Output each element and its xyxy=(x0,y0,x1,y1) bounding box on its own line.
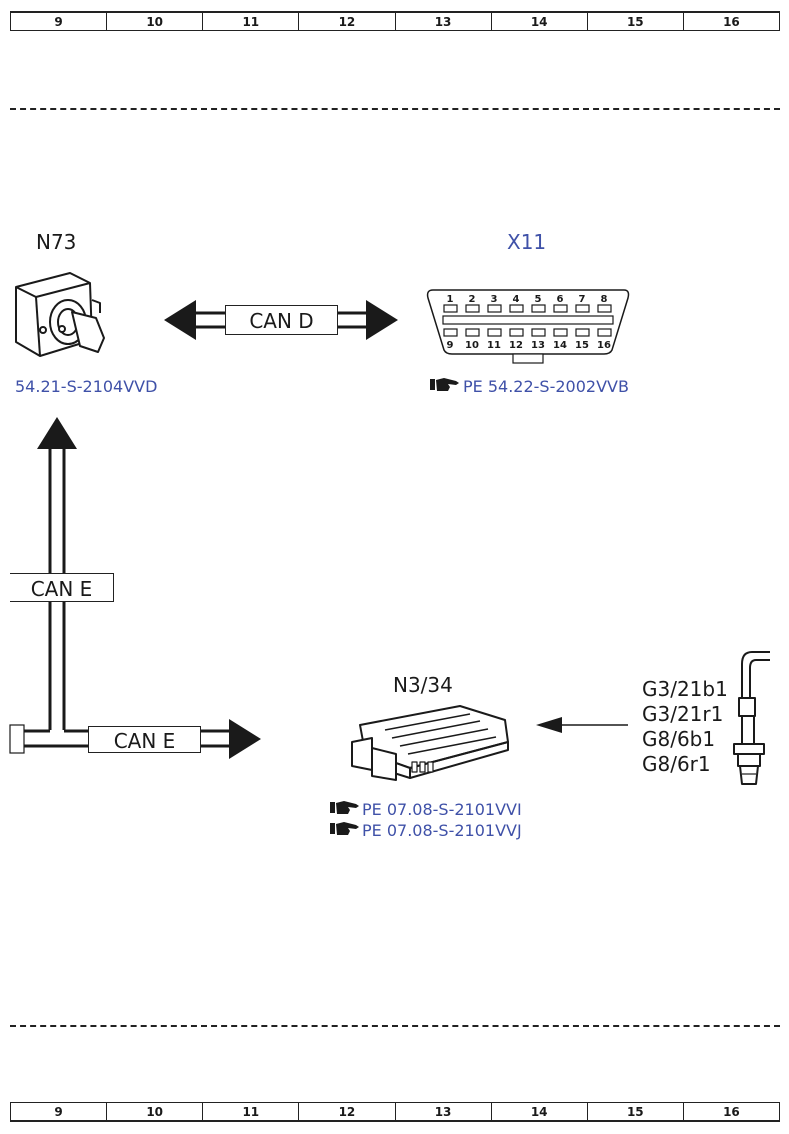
obd-pin-label: 3 xyxy=(491,294,498,305)
grid-cell: 9 xyxy=(11,1103,108,1120)
obd-pin-label: 1 xyxy=(447,294,454,305)
component-label-n3-34: N3/34 xyxy=(393,673,453,697)
obd-pin-label: 15 xyxy=(575,340,589,351)
column-grid-top: 9 10 11 12 13 14 15 16 xyxy=(10,11,780,31)
component-label-x11[interactable]: X11 xyxy=(507,230,547,254)
obd-pin-label: 2 xyxy=(469,294,476,305)
obd-connector-icon: 1 2 3 4 5 6 7 8 9 10 11 12 13 14 15 16 xyxy=(426,289,630,364)
grid-cell: 11 xyxy=(203,1103,300,1120)
grid-cell: 16 xyxy=(684,1103,780,1120)
obd-pin-label: 8 xyxy=(601,294,608,305)
divider-dash-top xyxy=(10,108,780,110)
grid-cell: 12 xyxy=(299,13,396,30)
can-e-vertical-label: CAN E xyxy=(10,573,114,602)
component-label-n73: N73 xyxy=(36,230,77,254)
can-d-label: CAN D xyxy=(225,305,338,335)
grid-cell: 11 xyxy=(203,13,300,30)
sensor-list: G3/21b1 G3/21r1 G8/6b1 G8/6r1 xyxy=(642,677,728,777)
obd-pin-label: 7 xyxy=(579,294,586,305)
grid-cell: 10 xyxy=(107,13,204,30)
hand-pointer-icon xyxy=(430,378,459,391)
grid-cell: 15 xyxy=(588,1103,684,1120)
sensor-label: G8/6b1 xyxy=(642,727,716,751)
oxygen-sensor-icon xyxy=(733,651,770,785)
ecu-module-icon xyxy=(351,705,509,781)
reference-link-x11[interactable]: PE 54.22-S-2002VVB xyxy=(463,377,629,396)
grid-cell: 14 xyxy=(492,1103,588,1120)
hand-pointer-icon xyxy=(330,801,359,814)
obd-pin-label: 12 xyxy=(509,340,523,351)
obd-pin-label: 4 xyxy=(513,294,520,305)
column-grid-bottom: 9 10 11 12 13 14 15 16 xyxy=(10,1102,780,1122)
hand-pointer-icon xyxy=(330,822,359,835)
sensor-label: G8/6r1 xyxy=(642,752,711,776)
divider-dash-bottom xyxy=(10,1025,780,1027)
reference-link-n3-34-b[interactable]: PE 07.08-S-2101VVJ xyxy=(362,821,522,840)
grid-cell: 12 xyxy=(299,1103,396,1120)
ignition-switch-icon xyxy=(15,272,105,357)
obd-pin-label: 9 xyxy=(447,340,454,351)
grid-cell: 10 xyxy=(107,1103,204,1120)
grid-cell: 16 xyxy=(684,13,780,30)
obd-pin-label: 10 xyxy=(465,340,479,351)
grid-cell: 13 xyxy=(396,13,492,30)
obd-pin-label: 6 xyxy=(557,294,564,305)
sensor-label: G3/21b1 xyxy=(642,677,728,701)
grid-cell: 13 xyxy=(396,1103,492,1120)
can-e-horizontal-label: CAN E xyxy=(88,726,201,753)
grid-cell: 15 xyxy=(588,13,684,30)
obd-pin-label: 16 xyxy=(597,340,611,351)
grid-cell: 14 xyxy=(492,13,588,30)
reference-link-n3-34-a[interactable]: PE 07.08-S-2101VVI xyxy=(362,800,522,819)
sensor-signal-arrow xyxy=(536,717,628,733)
reference-link-n73[interactable]: 54.21-S-2104VVD xyxy=(15,377,158,396)
grid-cell: 9 xyxy=(11,13,108,30)
obd-pin-label: 11 xyxy=(487,340,501,351)
sensor-label: G3/21r1 xyxy=(642,702,724,726)
obd-pin-label: 5 xyxy=(535,294,542,305)
obd-pin-label: 13 xyxy=(531,340,545,351)
obd-pin-label: 14 xyxy=(553,340,567,351)
